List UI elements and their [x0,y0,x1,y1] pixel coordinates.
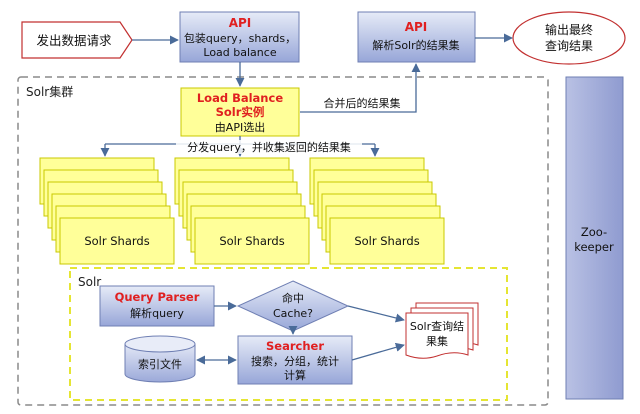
cache-decision-diamond [236,280,350,332]
api-top-box [179,11,300,63]
zookeeper-line-1: Zoo- [581,225,607,239]
query-parser-sub: 解析query [130,306,184,320]
arrow-merged-to-api [300,63,421,113]
query-parser-box [99,285,215,327]
result-set-documents [405,302,479,359]
zookeeper-line-2: keeper [574,240,614,254]
solr-inner-label: Solr [78,275,101,289]
shard-label-mid: Solr Shards [219,234,284,248]
searcher-box [237,335,353,385]
shard-label-right: Solr Shards [354,234,419,248]
api-top-title: API [229,16,252,30]
shard-card [329,217,445,265]
zookeeper-box [565,76,624,400]
shard-card [59,217,175,265]
cache-decision-line-2: Cache? [273,307,313,320]
cache-decision-line-1: 命中 [282,291,304,305]
output-line-1: 输出最终 [545,22,593,37]
output-ellipse [512,11,626,65]
index-file-label: 索引文件 [138,357,182,371]
api-result-title: API [405,20,428,34]
load-balance-title-1: Load Balance [197,91,283,105]
shard-label-left: Solr Shards [84,234,149,248]
arrow-cache-to-result [347,305,405,323]
searcher-title: Searcher [266,339,324,353]
solr-inner-container [69,267,508,401]
arrow-searcher-to-result [351,342,405,361]
shard-card [194,217,310,265]
merged-label: 合并后的结果集 [324,96,401,110]
shard-group-mid: Solr Shards [174,157,310,265]
result-set-line-2: 果集 [426,334,448,348]
load-balance-sub: 由API选出 [215,120,265,134]
index-file-cylinder [124,335,196,383]
api-top-line-1: 包装query，shards， [184,32,296,45]
request-shape [21,21,133,59]
searcher-line-1: 搜索，分组，统计 [251,354,339,368]
output-line-2: 查询结果 [545,39,593,53]
query-parser-title: Query Parser [115,290,200,304]
load-balance-title-2: Solr实例 [216,105,265,119]
api-result-box [357,11,476,63]
result-set-line-1: Solr查询结 [410,319,464,333]
api-result-text: 解析Solr的结果集 [372,38,459,52]
shard-group-right: Solr Shards [309,157,445,265]
solr-cluster-label: Solr集群 [26,84,73,99]
searcher-line-2: 计算 [284,368,306,382]
api-top-line-2: Load balance [203,46,276,59]
shard-group-left: Solr Shards [39,157,175,265]
distribute-label: 分发query，并收集返回的结果集 [187,140,351,154]
solr-cluster-container [17,76,549,406]
request-label: 发出数据请求 [36,33,112,48]
